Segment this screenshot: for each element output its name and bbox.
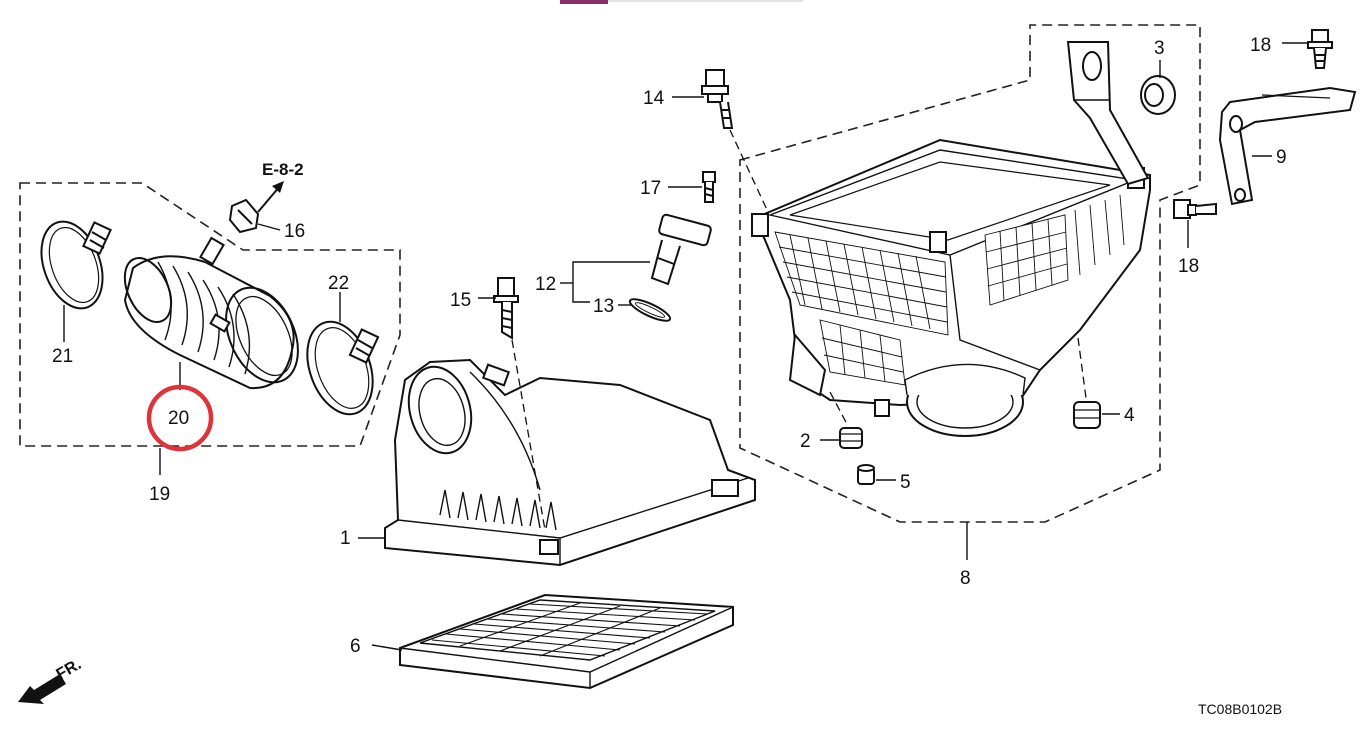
grommet-4-axis bbox=[1077, 337, 1087, 399]
callout-16: 16 bbox=[284, 221, 305, 242]
leader-16 bbox=[257, 223, 281, 231]
group-19-dashed-outline bbox=[19, 182, 401, 447]
callout-2: 2 bbox=[800, 431, 811, 452]
callout-14: 14 bbox=[643, 88, 665, 109]
callout-21: 21 bbox=[52, 346, 73, 367]
part-9-bracket[interactable] bbox=[1218, 86, 1357, 206]
callout-17: 17 bbox=[640, 178, 661, 199]
part-13-o-ring[interactable] bbox=[628, 295, 673, 324]
part-12-air-flow-sensor[interactable] bbox=[650, 213, 712, 286]
grommet-2-axis bbox=[829, 391, 849, 427]
part-8-air-cleaner-housing[interactable] bbox=[751, 138, 1151, 437]
leader-6 bbox=[371, 644, 403, 651]
leader-12-13-bracket bbox=[572, 261, 650, 303]
callout-13: 13 bbox=[593, 296, 614, 317]
part-16-clip[interactable] bbox=[228, 198, 260, 234]
part-1-air-cleaner-cover[interactable] bbox=[384, 358, 756, 567]
arrow-e82 bbox=[257, 185, 281, 213]
part-21-hose-clamp[interactable] bbox=[30, 213, 113, 317]
front-arrow-icon bbox=[18, 674, 66, 704]
top-accent-bar bbox=[560, 0, 608, 4]
callout-6: 6 bbox=[350, 636, 361, 657]
drawing-code: TC08B0102B bbox=[1198, 701, 1282, 717]
part-20-air-flow-tube[interactable] bbox=[116, 236, 313, 394]
part-6-air-filter-element[interactable] bbox=[399, 593, 734, 690]
part-17-screw[interactable] bbox=[702, 171, 716, 203]
part-5-collar[interactable] bbox=[857, 464, 875, 485]
callout-1: 1 bbox=[340, 528, 351, 549]
part-22-hose-clamp[interactable] bbox=[295, 313, 384, 424]
top-accent-line bbox=[608, 0, 803, 2]
part-4-grommet[interactable] bbox=[1073, 401, 1101, 429]
group-8-dashed-outline bbox=[739, 24, 1201, 523]
callout-22: 22 bbox=[328, 273, 349, 294]
callout-18-top: 18 bbox=[1250, 35, 1271, 56]
part-15-bolt[interactable] bbox=[493, 277, 519, 340]
part-14-bolt[interactable] bbox=[701, 69, 734, 129]
part-3-grommet[interactable] bbox=[1140, 75, 1176, 115]
part-2-grommet[interactable] bbox=[839, 427, 863, 449]
housing-bracket-arm bbox=[1066, 41, 1150, 186]
callout-20[interactable]: 20 bbox=[168, 408, 189, 429]
arrow-e82-head bbox=[272, 181, 284, 193]
part-18-bolt-bottom[interactable] bbox=[1173, 199, 1217, 219]
bolt-14-axis bbox=[729, 129, 769, 213]
callout-18-bottom: 18 bbox=[1178, 256, 1199, 277]
callout-19: 19 bbox=[149, 484, 170, 505]
callout-4: 4 bbox=[1124, 405, 1135, 426]
callout-5: 5 bbox=[900, 472, 911, 493]
callout-9: 9 bbox=[1276, 147, 1287, 168]
part-18-bolt-top[interactable] bbox=[1307, 29, 1333, 69]
bolt-15-axis bbox=[511, 339, 546, 531]
callout-12: 12 bbox=[535, 274, 556, 295]
ref-e82-label: E-8-2 bbox=[262, 160, 304, 179]
callout-8: 8 bbox=[960, 568, 971, 589]
callout-15: 15 bbox=[450, 290, 471, 311]
highlight-circle bbox=[146, 384, 214, 452]
callout-3: 3 bbox=[1154, 38, 1165, 59]
